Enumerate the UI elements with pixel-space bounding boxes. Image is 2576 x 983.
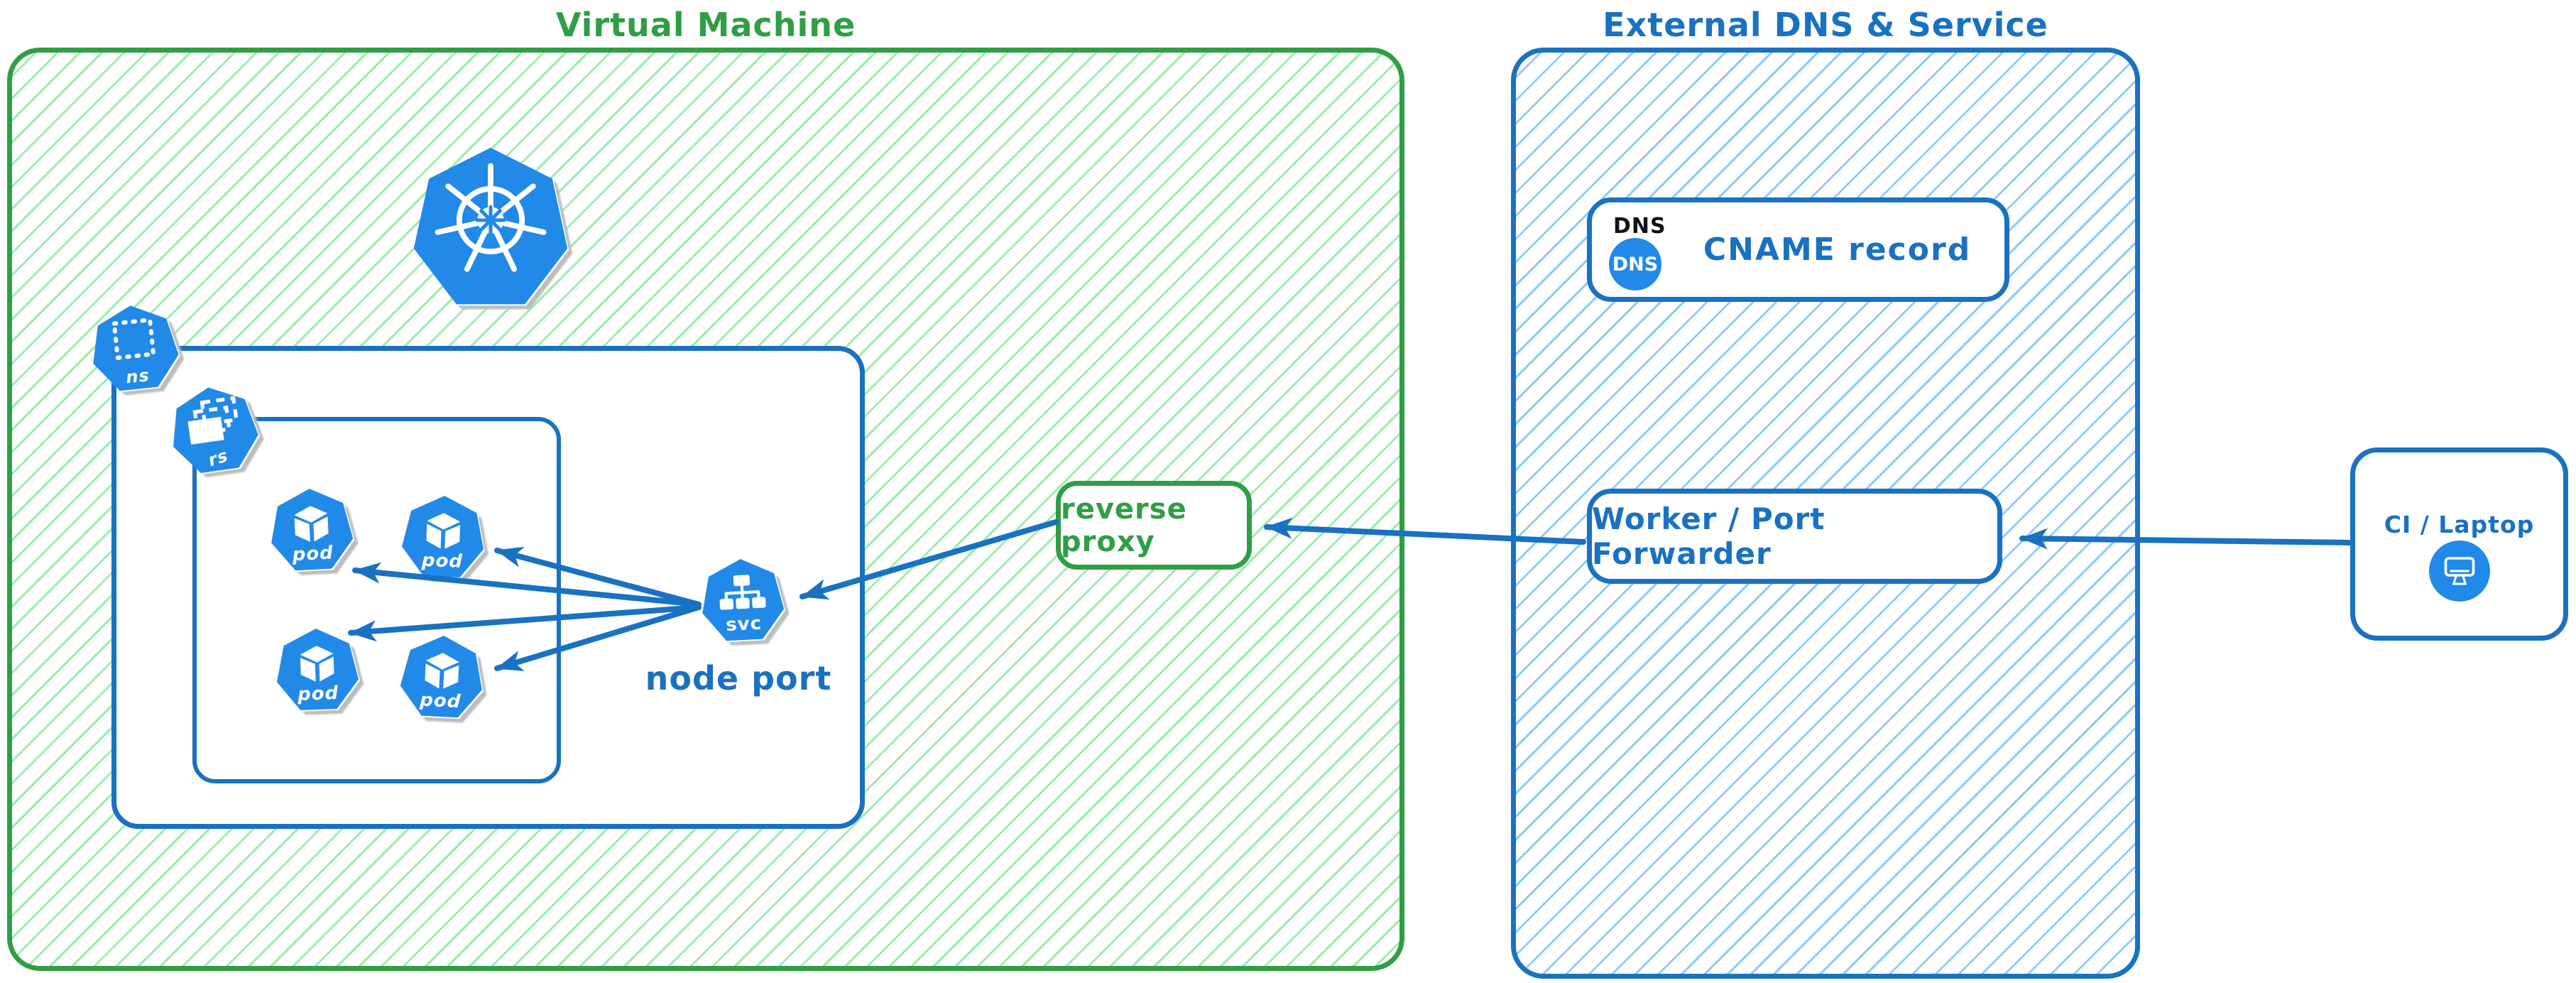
replicaset-box bbox=[192, 417, 561, 783]
pod-icon-label: pod bbox=[419, 689, 462, 713]
external-dns-title: External DNS & Service bbox=[1603, 6, 2048, 44]
service-icon: svc bbox=[699, 557, 787, 646]
pod-cube-glyph bbox=[291, 640, 344, 693]
reverse-proxy-label: reverse proxy bbox=[1061, 492, 1187, 558]
pod-icon: pod bbox=[274, 627, 361, 715]
service-icon-label: svc bbox=[725, 612, 763, 636]
pod-icon: pod bbox=[400, 494, 486, 582]
dns-cname-card: DNS DNS CNAME record bbox=[1587, 197, 2009, 302]
dns-badge-icon: DNS bbox=[1609, 238, 1661, 290]
pod-icon: pod bbox=[268, 487, 356, 576]
worker-port-forwarder-label: Worker / Port Forwarder bbox=[1592, 501, 1825, 571]
replicaset-icon: rs bbox=[165, 381, 264, 481]
namespace-icon: ns bbox=[87, 301, 183, 398]
pod-cube-glyph bbox=[285, 499, 339, 553]
worker-port-forwarder-box: Worker / Port Forwarder bbox=[1587, 489, 2002, 584]
pod-icon-label: pod bbox=[297, 682, 339, 705]
namespace-glyph bbox=[99, 308, 170, 380]
pod-icon: pod bbox=[398, 634, 486, 723]
monitor-glyph bbox=[2444, 557, 2474, 585]
kubernetes-wheel-glyph bbox=[435, 163, 547, 272]
ci-laptop-label: CI / Laptop bbox=[2384, 511, 2535, 538]
pod-icon-label: pod bbox=[421, 549, 464, 572]
monitor-icon bbox=[2428, 541, 2490, 602]
reverse-proxy-box: reverse proxy bbox=[1056, 481, 1252, 570]
pod-cube-glyph bbox=[417, 507, 469, 560]
node-port-label: node port bbox=[645, 659, 832, 697]
pod-icon-label: pod bbox=[291, 542, 334, 566]
ci-laptop-box: CI / Laptop bbox=[2350, 447, 2568, 641]
replicaset-glyph bbox=[176, 389, 251, 464]
kubernetes-logo-icon bbox=[412, 148, 569, 313]
virtual-machine-title: Virtual Machine bbox=[555, 6, 856, 44]
service-tree-glyph bbox=[714, 568, 771, 625]
pod-cube-glyph bbox=[415, 646, 469, 700]
cname-record-label: CNAME record bbox=[1703, 232, 1972, 268]
dns-corner-label: DNS bbox=[1613, 214, 1666, 239]
dns-badge-label: DNS bbox=[1612, 253, 1659, 276]
